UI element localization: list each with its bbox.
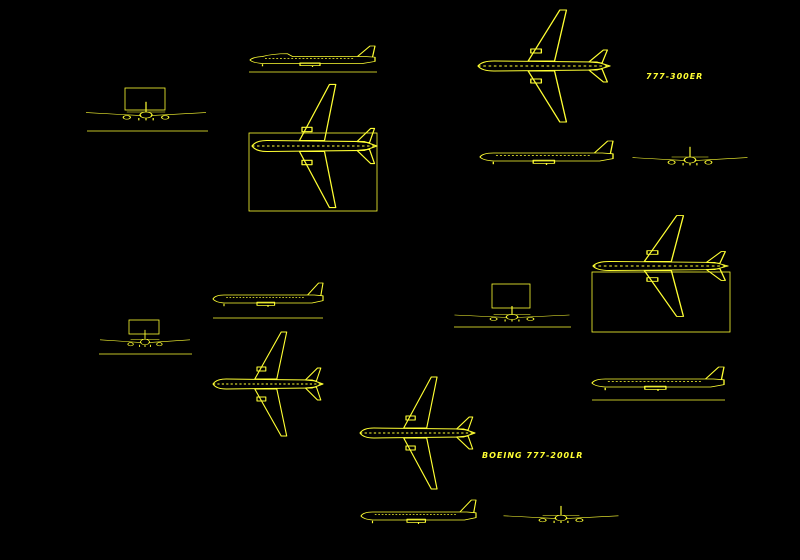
aircraft-front-view bbox=[99, 329, 191, 347]
wing-right bbox=[254, 388, 288, 437]
label-777-300er: 777-300ER bbox=[646, 72, 704, 81]
aircraft-front-view bbox=[632, 146, 748, 166]
fuselage-plan bbox=[212, 378, 324, 390]
engine bbox=[532, 159, 556, 164]
gear bbox=[504, 319, 520, 322]
dimension-frame-front-top-left bbox=[124, 87, 166, 111]
engine bbox=[538, 518, 547, 523]
tail-fin bbox=[356, 45, 376, 58]
engine bbox=[156, 342, 163, 347]
engine bbox=[256, 366, 267, 372]
fuselage-side bbox=[249, 53, 376, 64]
engine bbox=[644, 385, 667, 390]
gear bbox=[553, 520, 569, 523]
dimension-frame-right-plan bbox=[591, 271, 731, 333]
fuselage-plan bbox=[592, 261, 729, 271]
engine bbox=[704, 160, 713, 165]
gear bbox=[682, 163, 698, 166]
fuselage-plan bbox=[359, 427, 476, 439]
aircraft-front-view bbox=[503, 505, 619, 523]
stabilizer-left bbox=[304, 367, 322, 382]
engine bbox=[299, 62, 321, 66]
tail-fin bbox=[704, 366, 725, 380]
tail-fin bbox=[593, 140, 614, 154]
engine bbox=[122, 115, 131, 120]
dimension-frame-top-plan bbox=[248, 132, 378, 212]
wing-left bbox=[403, 376, 438, 429]
aircraft-plan-view bbox=[212, 331, 324, 437]
wings-front bbox=[85, 112, 207, 116]
stabilizer-left bbox=[588, 49, 609, 64]
aircraft-plan-view bbox=[359, 376, 476, 490]
engine bbox=[489, 317, 498, 321]
gear bbox=[139, 344, 151, 347]
wing-left bbox=[527, 9, 568, 62]
stabilizer-right bbox=[588, 68, 609, 83]
stabilizer-left bbox=[705, 251, 726, 264]
wing-right bbox=[298, 150, 337, 209]
wing-left bbox=[298, 83, 337, 142]
stabilizer-left bbox=[456, 416, 474, 431]
fuselage-plan bbox=[477, 60, 611, 72]
stabilizer-right bbox=[356, 148, 376, 165]
engine bbox=[301, 159, 313, 166]
fuselage-side bbox=[479, 152, 614, 162]
engine bbox=[256, 396, 267, 402]
wing-left bbox=[643, 215, 685, 262]
engine bbox=[405, 445, 416, 451]
engine bbox=[526, 317, 535, 321]
engine bbox=[530, 48, 543, 54]
engine bbox=[161, 115, 170, 120]
dimension-frame-front-mid-left bbox=[128, 319, 160, 335]
wings-front bbox=[632, 157, 748, 161]
engine bbox=[127, 342, 134, 347]
wings-front bbox=[454, 314, 570, 318]
aircraft-side-view bbox=[479, 140, 614, 166]
wings-front bbox=[99, 339, 191, 343]
label-777-200lr: BOEING 777-200LR bbox=[482, 451, 584, 460]
wings-front bbox=[503, 515, 619, 519]
gear bbox=[138, 118, 154, 121]
aircraft-plan-view bbox=[592, 215, 729, 317]
aircraft-front-view bbox=[454, 306, 570, 322]
engine bbox=[575, 518, 584, 523]
engine bbox=[530, 78, 543, 84]
engine bbox=[646, 277, 659, 282]
dimension-frame-front-mid-right bbox=[491, 283, 531, 309]
tail-fin bbox=[307, 282, 324, 296]
stabilizer-right bbox=[705, 268, 726, 281]
wing-left bbox=[254, 331, 288, 380]
engine bbox=[301, 126, 313, 133]
tail-fin bbox=[459, 499, 477, 513]
aircraft-side-view bbox=[249, 45, 376, 67]
engine bbox=[667, 160, 676, 165]
stabilizer-right bbox=[456, 435, 474, 450]
stabilizer-right bbox=[304, 386, 322, 401]
fuselage-side bbox=[212, 294, 324, 304]
wing-right bbox=[403, 437, 438, 490]
engine bbox=[646, 250, 659, 255]
aircraft-front-view bbox=[85, 101, 207, 121]
engine bbox=[406, 518, 426, 523]
wing-right bbox=[643, 270, 685, 317]
wing-right bbox=[527, 70, 568, 123]
aircraft-plan-view bbox=[477, 9, 611, 123]
fuselage-side bbox=[360, 511, 477, 521]
engine bbox=[405, 415, 416, 421]
engine bbox=[256, 301, 276, 306]
fuselage-side bbox=[591, 378, 725, 388]
